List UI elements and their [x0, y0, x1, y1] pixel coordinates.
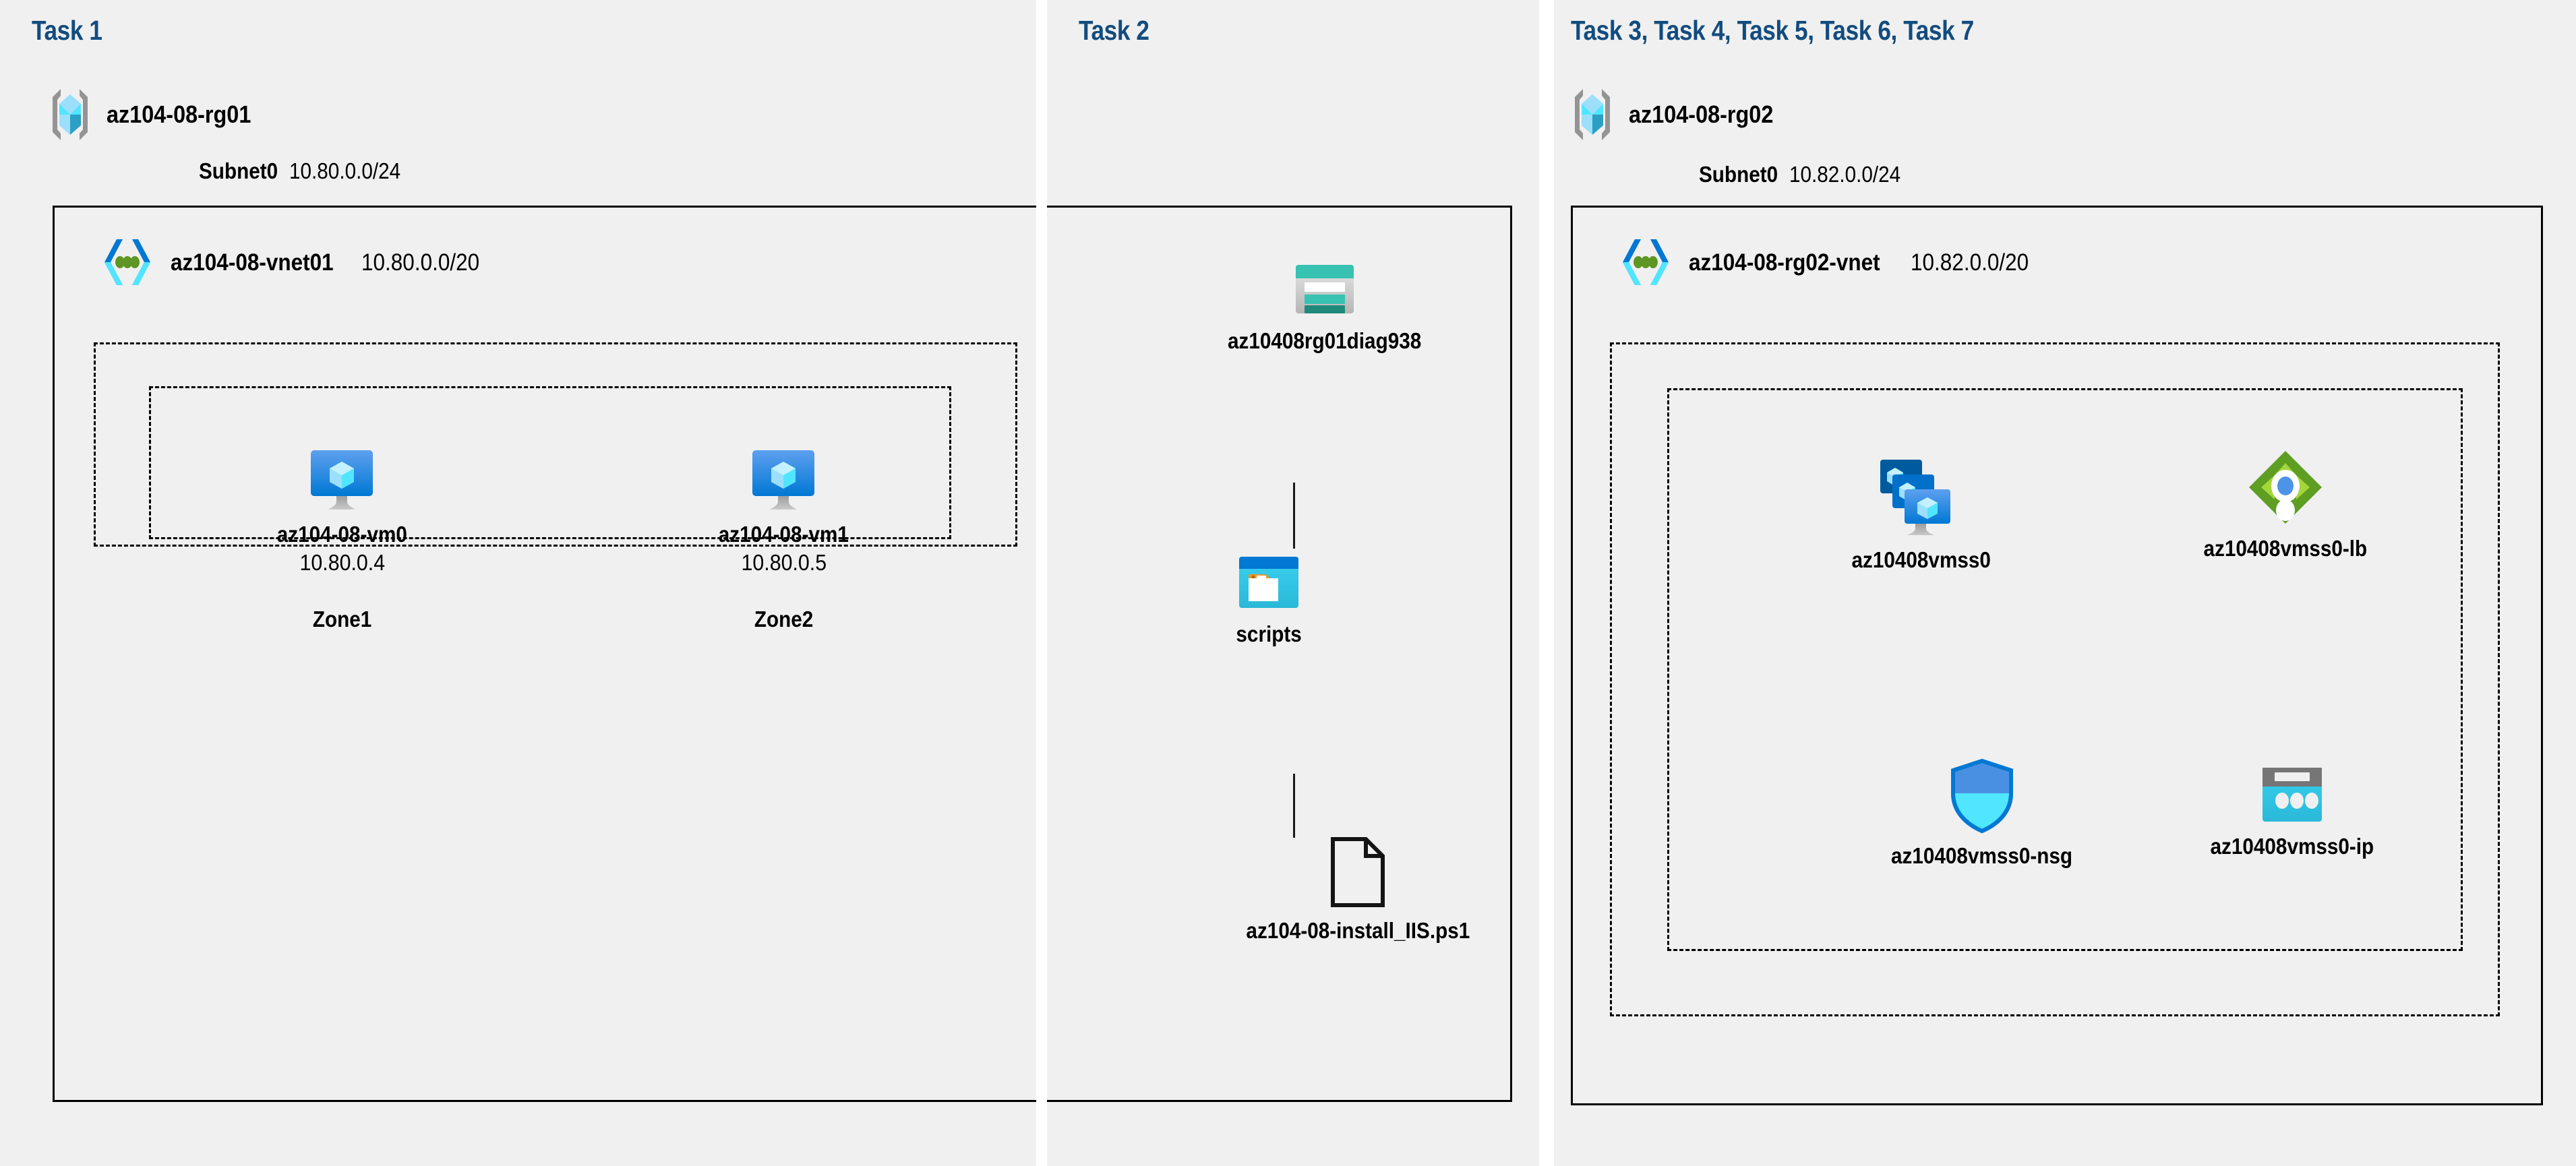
vnet-box-az104-08-vnet01: az104-08-vnet01 10.80.0.0/20	[53, 206, 1512, 1102]
connector-container-to-file	[1293, 774, 1295, 838]
node-az104-08-vm0[interactable]: az104-08-vm0 10.80.0.4 Zone1	[270, 445, 415, 632]
vnet-header-rg02-vnet: az104-08-rg02-vnet 10.82.0.0/20	[1619, 238, 2042, 288]
subnet-name-label: Subnet0	[199, 158, 278, 183]
connector-storage-to-container	[1293, 483, 1295, 549]
node-az104-08-vm1[interactable]: az104-08-vm1 10.80.0.5 Zone2	[711, 445, 856, 632]
vm-name-label: az104-08-vm1	[718, 522, 849, 547]
blob-container-icon	[1239, 553, 1299, 612]
vm-name-label: az104-08-vm0	[276, 522, 407, 547]
vm-ip-label: 10.80.0.4	[299, 550, 385, 575]
subnet-cidr-label: 10.80.0.0/24	[289, 158, 401, 183]
subnet-label-task3: Subnet0 10.82.0.0/24	[1699, 162, 1913, 187]
node-vm-scale-set[interactable]: az10408vmss0	[1844, 458, 1998, 573]
subnet-cidr-label: 10.82.0.0/24	[1789, 162, 1901, 187]
inner-resource-box-task3	[1667, 388, 2463, 951]
panel-title-task3: Task 3, Task 4, Task 5, Task 6, Task 7	[1571, 15, 1974, 46]
vnet-cidr-label: 10.82.0.0/20	[1911, 249, 2029, 276]
vnet-box-az104-08-rg02-vnet: az104-08-rg02-vnet 10.82.0.0/20	[1571, 206, 2543, 1105]
subnet-box-task3-subnet0	[1610, 342, 2500, 1016]
resource-group-icon	[1571, 88, 1614, 142]
vm-scale-set-icon	[1880, 458, 1963, 538]
resource-group-label: az104-08-rg02	[1629, 100, 1774, 128]
zone-box-task1	[149, 386, 951, 539]
vm-ip-label: 10.80.0.5	[741, 550, 827, 575]
vm-zone-label: Zone2	[754, 607, 814, 632]
resource-group-az104-08-rg02[interactable]: az104-08-rg02	[1571, 88, 1789, 142]
virtual-network-icon	[1619, 238, 1673, 288]
subnet-box-task1-subnet0	[94, 342, 1017, 547]
node-storage-account[interactable]: az10408rg01diag938	[1217, 259, 1432, 354]
network-security-group-label: az10408vmss0-nsg	[1890, 843, 2073, 868]
vnet-name-label: az104-08-rg02-vnet	[1689, 249, 1880, 276]
file-icon	[1329, 836, 1386, 909]
node-blob-container[interactable]: scripts	[1232, 553, 1305, 647]
blob-container-label: scripts	[1236, 621, 1302, 646]
node-load-balancer[interactable]: az10408vmss0-lb	[2194, 448, 2376, 561]
public-ip-address-icon	[2261, 765, 2323, 824]
public-ip-address-label: az10408vmss0-ip	[2210, 834, 2374, 859]
panel-gap-right	[1539, 0, 1554, 1166]
resource-group-icon	[49, 88, 92, 142]
virtual-machine-icon	[747, 445, 820, 512]
panel-title-task1: Task 1	[32, 15, 102, 46]
panel-gap-left	[1036, 0, 1047, 1166]
network-security-group-icon	[1949, 758, 2015, 834]
node-network-security-group[interactable]: az10408vmss0-nsg	[1881, 758, 2083, 869]
resource-group-label: az104-08-rg01	[107, 100, 251, 128]
subnet-name-label: Subnet0	[1699, 162, 1778, 187]
load-balancer-icon	[2246, 448, 2325, 526]
vnet-name-label: az104-08-vnet01	[171, 249, 334, 276]
subnet-label-task1: Subnet0 10.80.0.0/24	[199, 158, 413, 184]
resource-group-az104-08-rg01[interactable]: az104-08-rg01	[49, 88, 267, 142]
node-public-ip-address[interactable]: az10408vmss0-ip	[2201, 765, 2383, 859]
script-file-label: az104-08-install_IIS.ps1	[1246, 918, 1470, 943]
storage-account-label: az10408rg01diag938	[1227, 328, 1422, 353]
panel-title-task2: Task 2	[1079, 15, 1149, 46]
load-balancer-label: az10408vmss0-lb	[2203, 536, 2368, 561]
node-script-file[interactable]: az104-08-install_IIS.ps1	[1234, 836, 1482, 944]
vm-scale-set-label: az10408vmss0	[1851, 547, 1991, 572]
vm-zone-label: Zone1	[312, 607, 372, 632]
virtual-machine-icon	[305, 445, 378, 512]
vnet-header-vnet01: az104-08-vnet01 10.80.0.0/20	[100, 238, 492, 288]
vnet-cidr-label: 10.80.0.0/20	[361, 249, 479, 276]
storage-account-icon	[1293, 259, 1356, 319]
virtual-network-icon	[100, 238, 154, 288]
